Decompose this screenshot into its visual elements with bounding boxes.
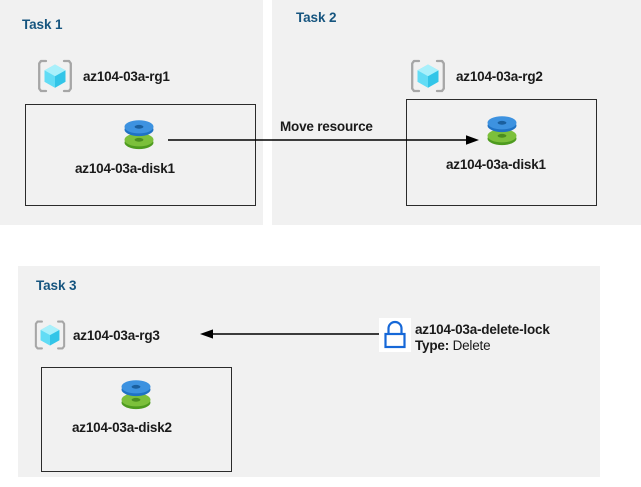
- task-1-label: Task 1: [22, 17, 63, 32]
- resource-group-label: az104-03a-rg2: [456, 68, 543, 84]
- resource-box-task-1: [25, 104, 256, 206]
- resource-box-task-3: [41, 367, 232, 472]
- panel-task-3: [18, 266, 600, 477]
- panel-task-2: [272, 0, 641, 225]
- resource-label-disk2: az104-03a-disk2: [72, 420, 172, 435]
- resource-group-icon: [38, 59, 72, 93]
- managed-disk-icon: [121, 380, 151, 410]
- move-resource-arrow: [168, 135, 479, 145]
- delete-lock-annotation: az104-03a-delete-lock Type: Delete: [415, 322, 550, 354]
- resource-group-az104-03a-rg1: az104-03a-rg1: [36, 57, 170, 95]
- lock-icon: [379, 318, 411, 352]
- delete-lock-type-key: Type:: [415, 338, 450, 353]
- managed-disk-icon: [124, 120, 154, 150]
- managed-disk-icon: [487, 116, 517, 146]
- resource-group-label: az104-03a-rg3: [73, 327, 160, 343]
- resource-label-disk1-moved: az104-03a-disk1: [446, 157, 546, 172]
- resource-label-disk1: az104-03a-disk1: [75, 161, 175, 176]
- delete-lock-type-value: Delete: [449, 338, 491, 353]
- delete-lock-type-line: Type: Delete: [415, 338, 550, 354]
- resource-group-label: az104-03a-rg1: [83, 68, 170, 84]
- move-resource-caption: Move resource: [280, 119, 373, 134]
- panel-task-1: [0, 0, 263, 225]
- task-2-label: Task 2: [296, 10, 337, 25]
- delete-lock-name: az104-03a-delete-lock: [415, 322, 550, 337]
- delete-lock-arrow: [200, 329, 380, 339]
- resource-group-icon: [411, 59, 445, 93]
- task-3-label: Task 3: [36, 278, 77, 293]
- resource-group-icon: [34, 320, 66, 350]
- resource-group-az104-03a-rg3: az104-03a-rg3: [33, 318, 160, 352]
- resource-group-az104-03a-rg2: az104-03a-rg2: [409, 57, 543, 95]
- resource-box-task-2: [406, 99, 597, 206]
